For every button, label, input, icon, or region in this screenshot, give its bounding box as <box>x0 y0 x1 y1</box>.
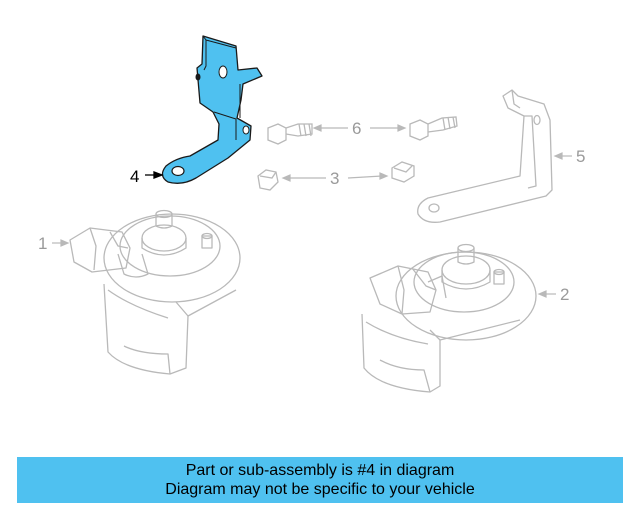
banner-line-2: Diagram may not be specific to your vehi… <box>165 481 475 498</box>
part-6-bolts[interactable] <box>267 116 458 145</box>
callout-5: 5 <box>576 147 585 166</box>
part-5-bracket[interactable] <box>417 89 553 223</box>
part-1-horn[interactable] <box>69 209 241 375</box>
callout-2: 2 <box>560 285 569 304</box>
callout-3: 3 <box>330 169 339 188</box>
part-4-bracket[interactable] <box>161 35 263 184</box>
part-2-leader <box>537 290 556 298</box>
part-2-horn[interactable] <box>361 243 537 393</box>
callout-1: 1 <box>38 234 47 253</box>
part-5-leader <box>553 152 572 160</box>
part-1-leader <box>52 239 70 247</box>
callout-6: 6 <box>352 119 361 138</box>
part-3-leader <box>281 172 389 182</box>
banner-line-1: Part or sub-assembly is #4 in diagram <box>185 462 455 479</box>
part-6-leader <box>312 124 407 132</box>
part-3-nuts[interactable] <box>257 161 415 191</box>
part-4-leader <box>145 171 164 179</box>
info-banner: Part or sub-assembly is #4 in diagram Di… <box>17 457 623 503</box>
callout-4: 4 <box>130 167 139 186</box>
